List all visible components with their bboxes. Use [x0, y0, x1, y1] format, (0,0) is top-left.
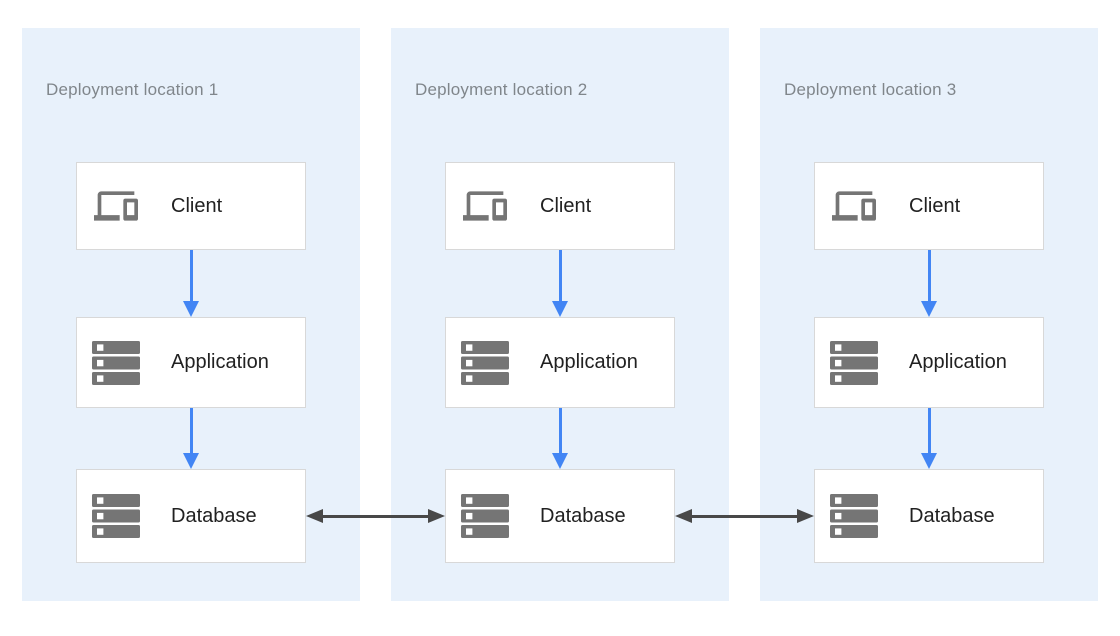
arrow-head-down-icon	[183, 301, 199, 317]
application-to-database-arrow	[183, 408, 199, 469]
arrow-shaft	[692, 514, 797, 518]
arrow-shaft	[189, 250, 193, 301]
node-label: Database	[909, 504, 995, 527]
arrow-shaft	[189, 408, 193, 453]
client-to-application-arrow	[183, 250, 199, 317]
arrow-shaft	[323, 514, 428, 518]
node-label: Database	[171, 504, 257, 527]
node-label: Database	[540, 504, 626, 527]
client-to-application-arrow	[552, 250, 568, 317]
application-node: Application	[445, 317, 675, 408]
deployment-location-2-panel: Deployment location 2 Client Application	[391, 28, 729, 601]
server-rack-icon	[830, 340, 878, 385]
arrow-head-left-icon	[306, 509, 323, 523]
client-node: Client	[814, 162, 1044, 250]
arrow-shaft	[927, 408, 931, 453]
panel-title: Deployment location 2	[415, 80, 588, 99]
arrow-shaft	[558, 250, 562, 301]
arrow-shaft	[558, 408, 562, 453]
server-rack-icon	[461, 494, 509, 538]
arrow-head-down-icon	[183, 453, 199, 469]
application-node: Application	[814, 317, 1044, 408]
server-rack-icon	[92, 494, 140, 538]
arrow-head-right-icon	[428, 509, 445, 523]
database-node: Database	[814, 469, 1044, 563]
database-node: Database	[76, 469, 306, 563]
server-rack-icon	[92, 340, 140, 385]
deployment-location-3-panel: Deployment location 3 Client Application	[760, 28, 1098, 601]
client-node: Client	[445, 162, 675, 250]
client-to-application-arrow	[921, 250, 937, 317]
arrow-shaft	[927, 250, 931, 301]
panel-title: Deployment location 3	[784, 80, 957, 99]
panel-title: Deployment location 1	[46, 80, 219, 99]
node-label: Client	[540, 194, 592, 217]
devices-icon	[830, 184, 878, 228]
deployment-location-1-panel: Deployment location 1 Client Application	[22, 28, 360, 601]
database-sync-arrow-2-3	[675, 503, 814, 529]
node-label: Application	[171, 351, 269, 373]
arrow-head-down-icon	[921, 301, 937, 317]
server-rack-icon	[830, 494, 878, 538]
arrow-head-down-icon	[552, 301, 568, 317]
client-node: Client	[76, 162, 306, 250]
arrow-head-down-icon	[921, 453, 937, 469]
database-node: Database	[445, 469, 675, 563]
devices-icon	[92, 184, 140, 228]
arrow-head-right-icon	[797, 509, 814, 523]
server-rack-icon	[461, 340, 509, 385]
database-sync-arrow-1-2	[306, 503, 445, 529]
node-label: Application	[540, 351, 638, 373]
node-label: Client	[909, 194, 961, 217]
application-to-database-arrow	[552, 408, 568, 469]
node-label: Application	[909, 351, 1007, 373]
arrow-head-down-icon	[552, 453, 568, 469]
application-to-database-arrow	[921, 408, 937, 469]
node-label: Client	[171, 194, 223, 217]
arrow-head-left-icon	[675, 509, 692, 523]
devices-icon	[461, 184, 509, 228]
application-node: Application	[76, 317, 306, 408]
